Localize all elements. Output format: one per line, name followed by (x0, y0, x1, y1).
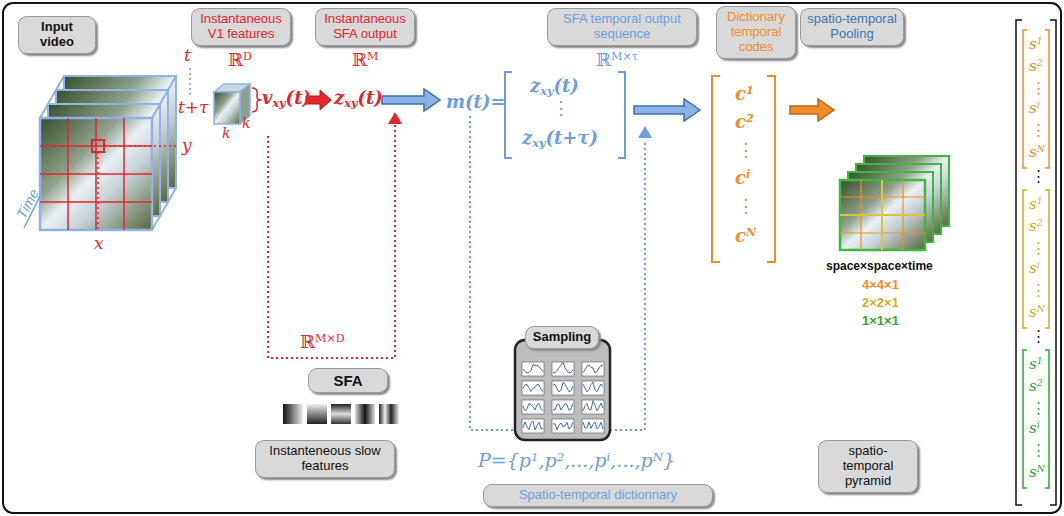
ellipsis: ⋮ (1031, 442, 1046, 459)
sequence-vector: m(t)= (446, 92, 505, 112)
input-box: Input video (18, 16, 96, 54)
sampling-line (470, 116, 652, 430)
level-label: 1×1×1 (862, 314, 899, 328)
pooled-feature: s1 (1029, 36, 1043, 53)
box-text: spatio-temporal pyramid (824, 444, 912, 489)
dimension-label: ℝM×D (300, 332, 345, 352)
code-entry: c1 (735, 84, 754, 104)
pyramid-frames (840, 156, 949, 250)
ellipsis: ⋮ (1031, 240, 1046, 257)
caption-box: Instanteneous slow features (255, 440, 395, 478)
method-box: SFA (308, 368, 388, 393)
ellipsis: ⋮ (1031, 122, 1046, 139)
pooled-feature: si (1029, 100, 1040, 117)
axis-label: t+τ (178, 98, 208, 117)
box-text: Spatio-temporal dictionnary (489, 488, 707, 503)
axis-label: x (94, 234, 104, 253)
level-label: 2×2×1 (862, 296, 899, 310)
pooled-feature: s2 (1029, 218, 1043, 235)
box-text: Instantaneous V1 features (197, 12, 285, 42)
stage-title-box: Instantaneous SFA output (315, 8, 415, 46)
dimension-label: k (242, 116, 250, 131)
axis-label: y (182, 136, 192, 155)
axis-label: t (184, 46, 191, 65)
vector-bracket (712, 76, 775, 262)
sampling-panel (515, 340, 610, 440)
caption-box: Spatio-temporal dictionnary (483, 484, 713, 507)
pooled-feature: si (1029, 420, 1040, 437)
axis-label: Time (14, 187, 42, 222)
stage-title-box: spatio-temporal Pooling (800, 8, 904, 46)
vector-bracket (505, 72, 625, 158)
stage-title-box: Instantaneous V1 features (191, 8, 291, 46)
axis-label: space×space×time (826, 260, 933, 273)
pooled-feature: sN (1029, 464, 1045, 481)
sampled-plots (522, 362, 604, 433)
slow-feature-patches (283, 404, 399, 424)
flow-arrow (382, 89, 440, 111)
ellipsis: ⋮ (552, 98, 570, 118)
caption-box: spatio-temporal pyramid (818, 440, 918, 493)
code-entry: cN (735, 226, 756, 246)
stage-title-box: SFA temporal output sequence (547, 8, 697, 46)
box-text: Instanteneous slow features (261, 444, 389, 474)
projection-line (268, 112, 402, 358)
box-text: spatio-temporal Pooling (806, 12, 898, 42)
ellipsis: ⋮ (1031, 328, 1046, 345)
ellipsis: ⋮ (737, 196, 755, 216)
pooled-feature: sN (1029, 304, 1045, 321)
pooled-feature: s1 (1029, 356, 1043, 373)
box-text: Dictionary temporal codes (722, 10, 790, 55)
stage-title-box: Dictionary temporal codes (716, 6, 796, 59)
box-text: Instantaneous SFA output (321, 12, 409, 42)
dimension-label: ℝM (352, 50, 378, 70)
dictionary-set: P={p1,p2,...,pi,...,pN} (478, 450, 675, 471)
pooled-feature: s1 (1029, 196, 1043, 213)
flow-arrow (790, 99, 834, 121)
feature-vector: zxy(t) (334, 88, 383, 111)
method-box: Sampling (525, 326, 599, 349)
pooled-feature: s2 (1029, 58, 1043, 75)
pooled-feature: sN (1029, 144, 1045, 161)
ellipsis: ⋮ (1031, 168, 1046, 185)
box-text: Sampling (531, 330, 593, 345)
ellipsis: ⋮ (1031, 400, 1046, 417)
code-entry: c2 (735, 112, 754, 132)
box-text: SFA (314, 372, 382, 389)
feature-brackets (1016, 20, 1056, 505)
feature-vector: vxy(t) (262, 88, 311, 111)
code-entry: ci (735, 168, 750, 188)
pooled-feature: si (1029, 260, 1040, 277)
level-label: 4×4×1 (862, 278, 899, 292)
pooled-feature: s2 (1029, 378, 1043, 395)
frame (3, 3, 1061, 513)
vector-entry: zxy(t) (530, 76, 579, 99)
dimension-label: k (222, 126, 230, 141)
box-text: Input video (24, 20, 90, 50)
flow-arrow (634, 99, 700, 121)
patch-cube (214, 84, 261, 124)
dimension-label: ℝD (228, 50, 252, 70)
vector-entry: zxy(t+τ) (522, 128, 598, 151)
video-frames (24, 68, 190, 231)
ellipsis: ⋮ (1031, 80, 1046, 97)
ellipsis: ⋮ (1031, 282, 1046, 299)
ellipsis: ⋮ (737, 140, 755, 160)
dimension-label: ℝM×τ (596, 50, 638, 70)
box-text: SFA temporal output sequence (553, 12, 691, 42)
